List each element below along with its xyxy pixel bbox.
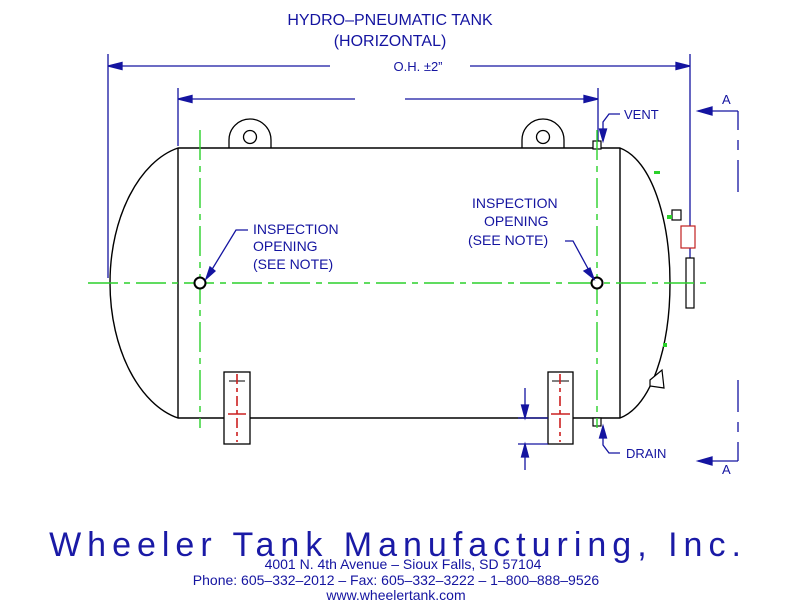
company-phone: Phone: 605–332–2012 – Fax: 605–332–3222 … — [193, 572, 600, 588]
inspection-right-line-2: OPENING — [484, 213, 549, 229]
leaders — [204, 113, 620, 454]
section-a-top-label: A — [722, 92, 731, 107]
company-address: 4001 N. 4th Avenue – Sioux Falls, SD 571… — [265, 556, 542, 572]
section-a-top — [695, 106, 739, 192]
section-a-bottom — [695, 380, 739, 466]
inspection-opening-left — [193, 276, 207, 290]
company-website: www.wheelertank.com — [325, 587, 465, 603]
overall-dimension — [107, 54, 691, 280]
title-line-1: HYDRO–PNEUMATIC TANK — [287, 12, 493, 29]
title-line-2: (HORIZONTAL) — [334, 33, 447, 50]
saddle-right — [547, 371, 574, 445]
centerlines — [88, 130, 708, 428]
lifting-lug-right — [521, 118, 565, 148]
saddle-left — [223, 371, 251, 445]
head-small-nozzles — [654, 171, 672, 347]
inspection-left-line-1: INSPECTION — [253, 221, 339, 237]
drain-label: DRAIN — [626, 446, 666, 461]
inspection-right-line-1: INSPECTION — [472, 195, 558, 211]
overall-height-label: O.H. ±2” — [393, 59, 442, 74]
saddle-height-dimension — [518, 388, 548, 470]
inspection-left-line-3: (SEE NOTE) — [253, 256, 333, 272]
company-name: Wheeler Tank Manufacturing, Inc. — [49, 526, 747, 564]
seam-dimension — [177, 88, 599, 146]
inspection-right-line-3: (SEE NOTE) — [468, 232, 548, 248]
vent-label: VENT — [624, 107, 659, 122]
lifting-lug-left — [228, 118, 272, 148]
section-a-bottom-label: A — [722, 462, 731, 477]
inspection-left-line-2: OPENING — [253, 238, 318, 254]
inspection-opening-right — [590, 276, 604, 290]
head-fittings — [649, 209, 696, 389]
